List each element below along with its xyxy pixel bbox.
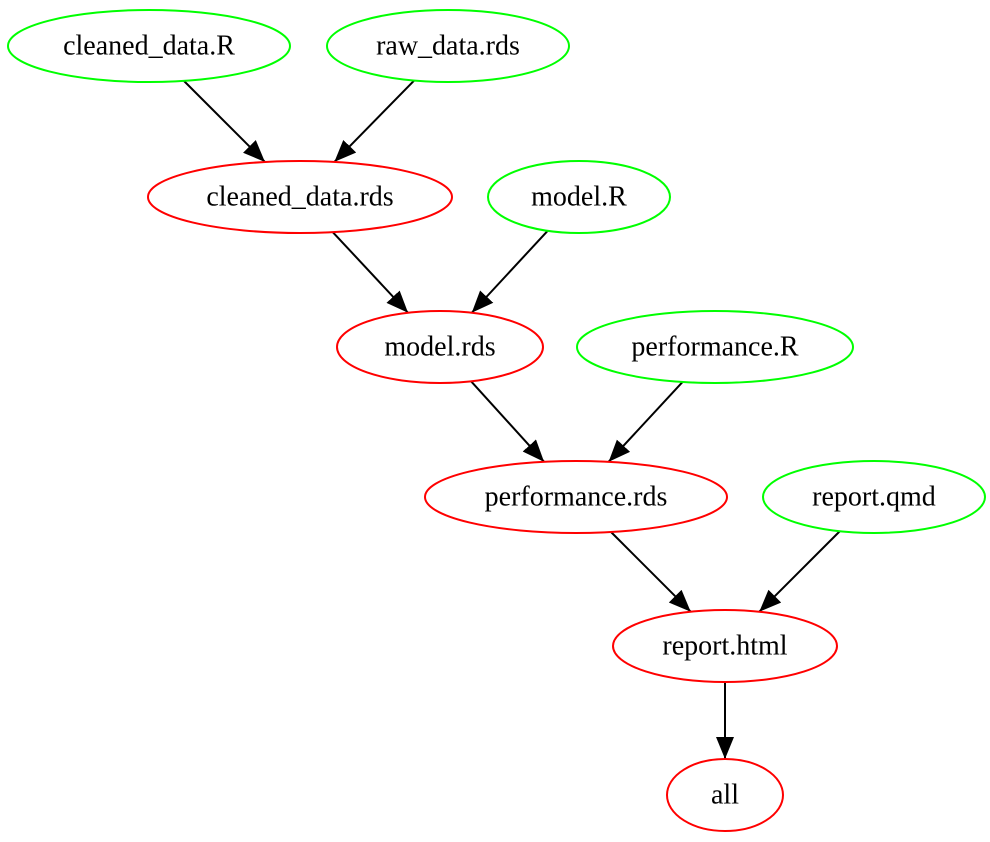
node-ellipse-up_to_date [762, 460, 986, 534]
node-ellipse-outdated [147, 160, 453, 234]
edge-model.R-to-model.rds [471, 230, 549, 314]
node-all: all [666, 758, 784, 832]
node-cleaned_data.R: cleaned_data.R [7, 9, 291, 83]
node-ellipse-outdated [612, 609, 838, 683]
node-label: model.R [531, 182, 627, 213]
node-ellipse-up_to_date [326, 9, 570, 83]
node-label: raw_data.rds [376, 31, 520, 62]
edge-cleaned_data.rds-to-model.rds [332, 231, 409, 314]
node-ellipse-outdated [666, 758, 784, 832]
node-cleaned_data.rds: cleaned_data.rds [147, 160, 453, 234]
node-report.qmd: report.qmd [762, 460, 986, 534]
node-label: cleaned_data.R [63, 31, 235, 62]
node-ellipse-up_to_date [7, 9, 291, 83]
node-label: performance.R [631, 332, 798, 363]
node-label: report.qmd [812, 482, 936, 513]
node-label: report.html [662, 631, 787, 662]
node-label: all [711, 780, 739, 811]
node-label: performance.rds [485, 482, 668, 513]
edge-performance.R-to-performance.rds [607, 381, 684, 463]
node-performance.R: performance.R [576, 310, 854, 384]
node-report.html: report.html [612, 609, 838, 683]
edge-model.rds-to-performance.rds [470, 380, 545, 463]
node-ellipse-up_to_date [487, 160, 671, 234]
edge-performance.rds-to-report.html [610, 531, 692, 613]
node-ellipse-outdated [336, 310, 544, 384]
edge-raw_data.rds-to-cleaned_data.rds [333, 79, 415, 163]
node-model.rds: model.rds [336, 310, 544, 384]
node-ellipse-outdated [424, 460, 728, 534]
node-performance.rds: performance.rds [424, 460, 728, 534]
node-label: model.rds [384, 332, 495, 363]
node-raw_data.rds: raw_data.rds [326, 9, 570, 83]
node-model.R: model.R [487, 160, 671, 234]
node-label: cleaned_data.rds [206, 182, 393, 213]
edge-cleaned_data.R-to-cleaned_data.rds [183, 80, 266, 163]
edge-report.qmd-to-report.html [758, 530, 841, 613]
node-ellipse-up_to_date [576, 310, 854, 384]
